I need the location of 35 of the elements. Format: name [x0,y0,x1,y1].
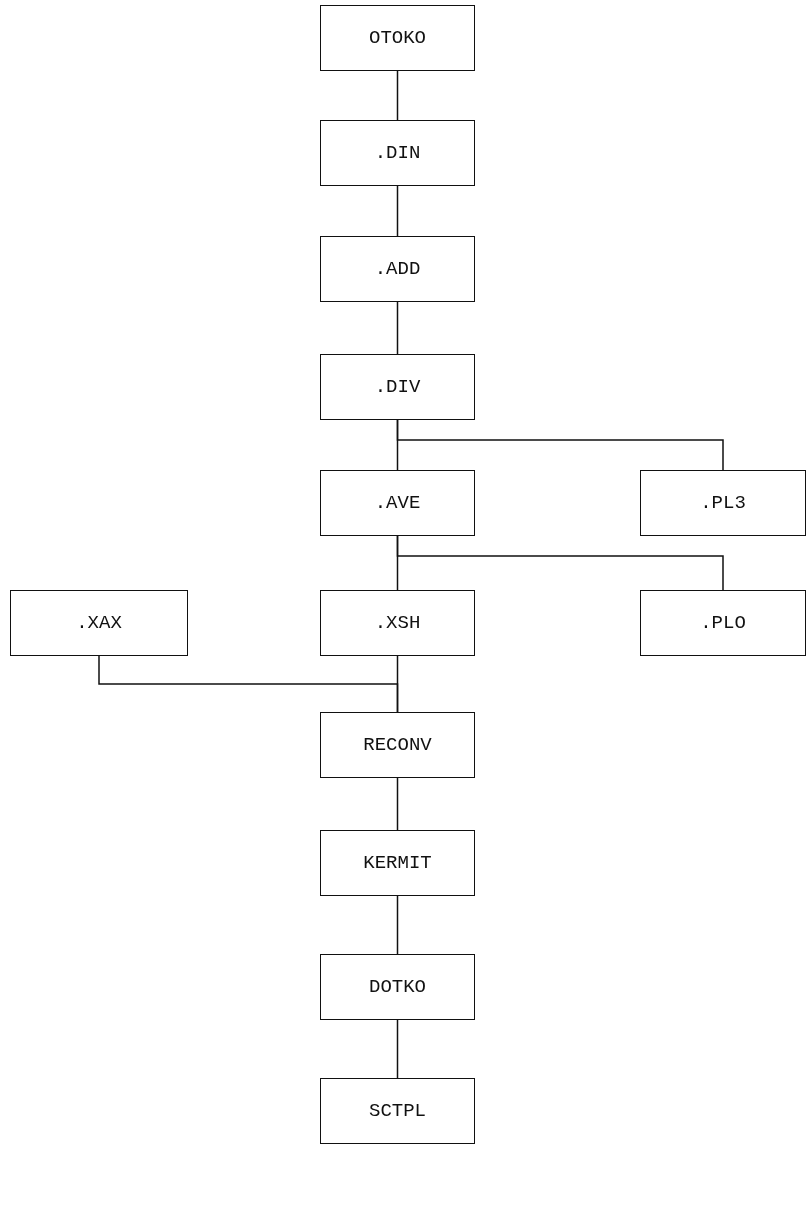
box-label: .DIN [374,142,421,164]
process-box [320,5,475,71]
box-label: .PLO [700,612,746,634]
box-label: .AVE [374,492,421,514]
connector-line [396,895,399,955]
process-box [320,1078,475,1144]
connector-line [396,70,399,121]
box-label: KERMIT [363,852,432,874]
connector-line [396,535,724,591]
connector-line [396,777,399,831]
box-label: SCTPL [369,1100,426,1122]
box-label: .XAX [76,612,122,634]
box-label: .PL3 [700,492,746,514]
connector-line [396,1019,399,1079]
connector-line [396,419,724,471]
process-box [320,712,475,778]
box-label: DOTKO [369,976,426,998]
box-label: .DIV [374,376,421,398]
process-box [320,590,475,656]
process-box [320,830,475,896]
box-label: .ADD [374,258,421,280]
process-box [320,470,475,536]
process-box [320,120,475,186]
connector-line [396,655,399,713]
process-box [320,354,475,420]
connector-line [396,185,399,237]
box-label: OTOKO [369,27,426,49]
process-box [10,590,188,656]
process-box [640,590,806,656]
process-box [320,954,475,1020]
process-box [320,236,475,302]
box-label: RECONV [363,734,432,756]
process-box [640,470,806,536]
box-label: .XSH [374,612,421,634]
connector-line [396,301,399,355]
